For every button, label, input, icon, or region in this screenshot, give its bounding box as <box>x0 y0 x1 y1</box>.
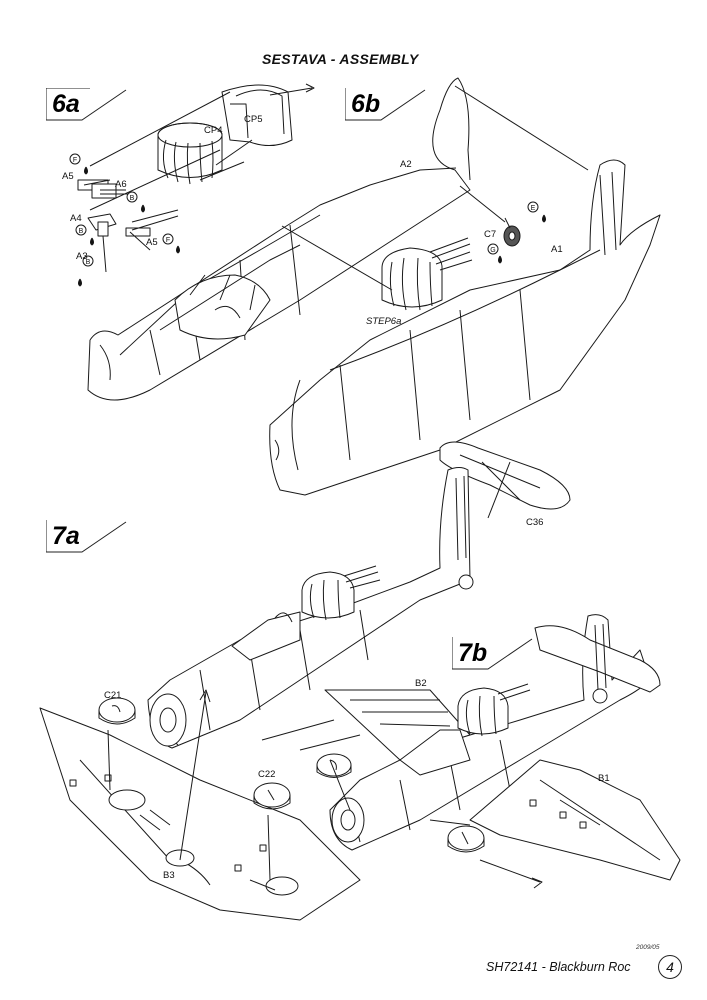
part-c7 <box>487 201 546 264</box>
paint-code-b3: B <box>86 259 91 266</box>
page-number: 4 <box>658 955 682 979</box>
step-badge-frame <box>345 88 426 121</box>
step-badge-7a: 7a <box>46 520 132 554</box>
step-badge-frame <box>46 88 127 121</box>
label-a4: A4 <box>70 213 82 224</box>
label-b1: B1 <box>598 773 610 784</box>
paint-markers-6a <box>69 153 180 287</box>
label-a1: A1 <box>551 244 563 255</box>
wheel-cover-c21 <box>98 697 136 791</box>
label-a6: A6 <box>115 179 127 190</box>
step-badge-frame <box>46 520 127 553</box>
wheel-cover-c22 <box>253 782 291 881</box>
label-c22: C22 <box>258 769 275 780</box>
label-step6a-ref: STEP6a <box>366 316 401 327</box>
label-a5-top: A5 <box>62 171 74 182</box>
step-label-7b: 7b <box>458 639 488 667</box>
label-c7: C7 <box>484 229 496 240</box>
step-badge-frame <box>452 637 533 670</box>
fuselage-half-a1 <box>269 159 661 496</box>
page-title: SESTAVA - ASSEMBLY <box>262 51 419 67</box>
step-badge-6b: 6b <box>345 88 431 122</box>
label-cp4: CP4 <box>204 125 222 136</box>
turret-assembled-7b <box>457 683 531 737</box>
paint-codes: F B B B F E G <box>73 157 536 266</box>
step-label-7a: 7a <box>52 522 80 550</box>
paint-code-f2: F <box>166 237 170 244</box>
paint-code-f1: F <box>73 157 77 164</box>
footer-product: SH72141 - Blackburn Roc <box>486 960 631 974</box>
gun-mount-parts <box>77 179 179 273</box>
turret-canopy-cp5 <box>221 84 293 146</box>
paint-code-b1: B <box>130 195 135 202</box>
fuselage-half-a2 <box>87 77 471 401</box>
label-a2: A2 <box>400 159 412 170</box>
step-label-6a: 6a <box>52 90 80 118</box>
part-labels: CP4 CP5 A5 A6 A4 A3 A5 A2 A1 C7 STEP6a C… <box>62 114 610 881</box>
label-b2: B2 <box>415 678 427 689</box>
label-a5-bottom: A5 <box>146 237 158 248</box>
lower-wing-b3 <box>39 707 361 921</box>
turret-dome-cp4 <box>157 122 223 185</box>
step-label-6b: 6b <box>351 90 381 118</box>
label-cp5: CP5 <box>244 114 262 125</box>
lower-wing-b1 <box>469 759 681 881</box>
step-badge-7b: 7b <box>452 637 538 671</box>
wheel-cover-7b-left <box>316 753 352 778</box>
label-c21: C21 <box>104 690 121 701</box>
label-b3: B3 <box>163 870 175 881</box>
label-a3: A3 <box>76 251 88 262</box>
paint-code-e: E <box>531 205 536 212</box>
paint-code-b2: B <box>79 228 84 235</box>
wheel-cover-7b-right <box>447 825 485 853</box>
turret-assembled-7a <box>301 565 381 621</box>
footer-date: 2009/05 <box>636 944 660 951</box>
label-c36: C36 <box>526 517 543 528</box>
step-badge-6a: 6a <box>46 88 132 122</box>
turret-assembled-6b <box>381 237 473 311</box>
paint-code-g: G <box>490 247 495 254</box>
